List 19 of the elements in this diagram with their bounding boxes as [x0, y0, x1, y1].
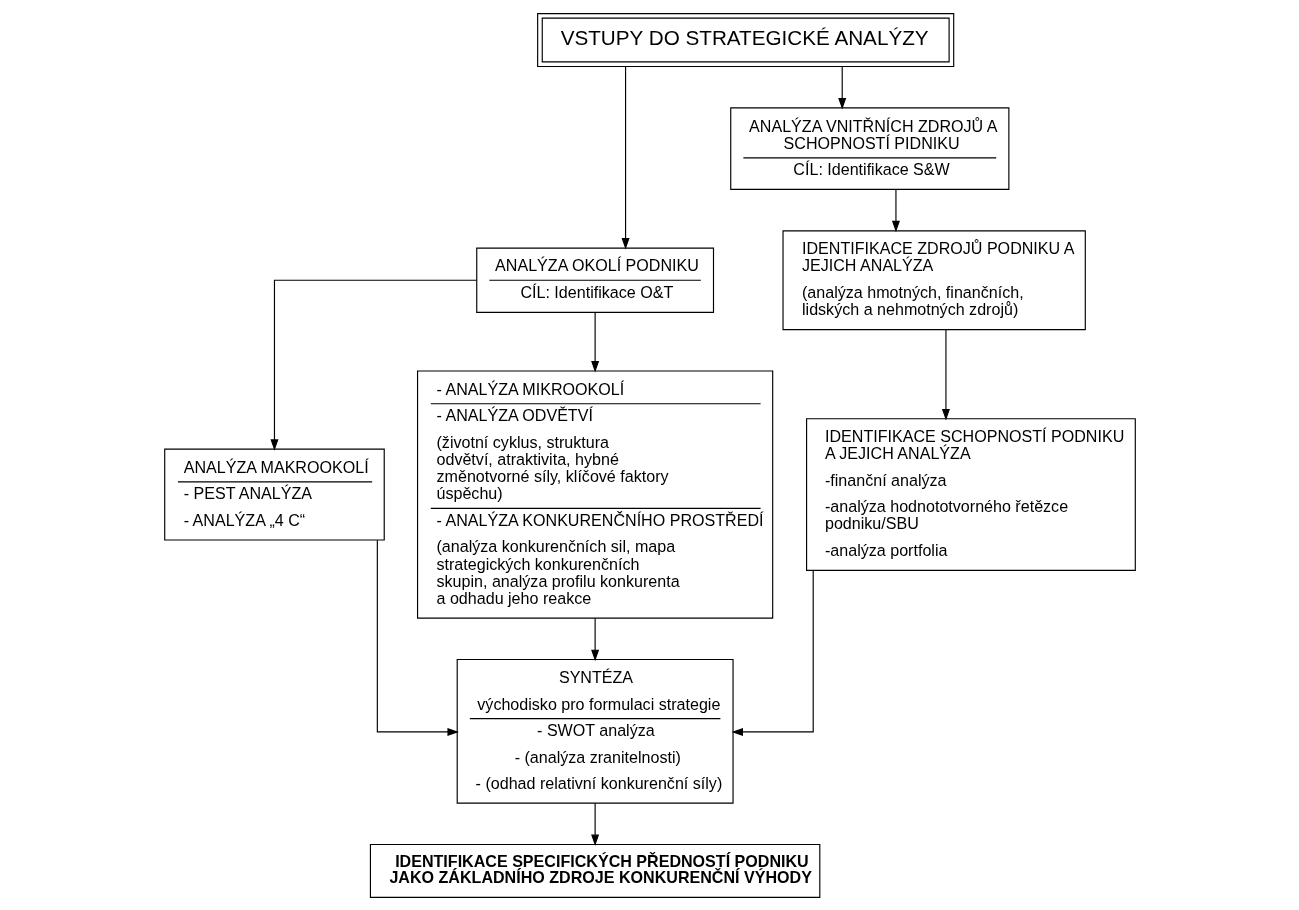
arrow	[590, 802, 599, 846]
arrow	[621, 65, 630, 249]
arrow	[941, 328, 950, 420]
node-box: ANALÝZA VNITŘNÍCH ZDROJŮ A SCHOPNOSTÍ PIDNIKU CÍL: Identifikace S&W	[729, 106, 1009, 190]
node-box: ANALÝZA OKOLÍ PODNIKU CÍL: Identifikace O&T	[475, 246, 714, 313]
arrow	[590, 617, 599, 661]
node-box: IDENTIFIKACE ZDROJŮ PODNIKU A JEJICH ANALÝZA (analýza hmotných, finančních, lidských a nehmotných zdrojů)	[781, 229, 1086, 330]
arrow	[590, 311, 599, 372]
arrow	[837, 65, 846, 109]
node-box: - ANALÝZA MIKROOKOLÍ - ANALÝZA ODVĚTVÍ (životní cyklus, struktura odvětví, atraktivita, hybné změnotvorné síly, klíčové faktory úspěchu) - ANALÝZA KONKURENČNÍHO PROSTŘEDÍ (analýza konkurenčních sil, mapa strategických konkurenčních skupin, analýza profilu konkurenta a odhadu jeho reakce	[416, 369, 773, 619]
node-box: VSTUPY DO STRATEGICKÉ ANALÝZY	[536, 12, 954, 67]
node-box: ANALÝZA MAKROOKOLÍ - PEST ANALÝZA - ANALÝZA „4 C“	[163, 448, 385, 541]
node-box: IDENTIFIKACE SPECIFICKÝCH PŘEDNOSTÍ PODNIKU JAKO ZÁKLADNÍHO ZDROJE KONKURENČNÍ VÝHODY	[369, 843, 820, 898]
arrow	[731, 569, 814, 736]
arrow	[376, 539, 459, 736]
arrow	[269, 279, 477, 451]
node-box: IDENTIFIKACE SCHOPNOSTÍ PODNIKU A JEJICH ANALÝZA -finanční analýza -analýza hodnototvorného řetězce podniku/SBU -analýza portfolia	[805, 417, 1136, 571]
node-box: SYNTÉZA východisko pro formulaci strategie - SWOT analýza - (analýza zranitelnosti) - (odhad relativní konkurenční síly)	[456, 658, 734, 804]
arrow	[891, 188, 900, 232]
